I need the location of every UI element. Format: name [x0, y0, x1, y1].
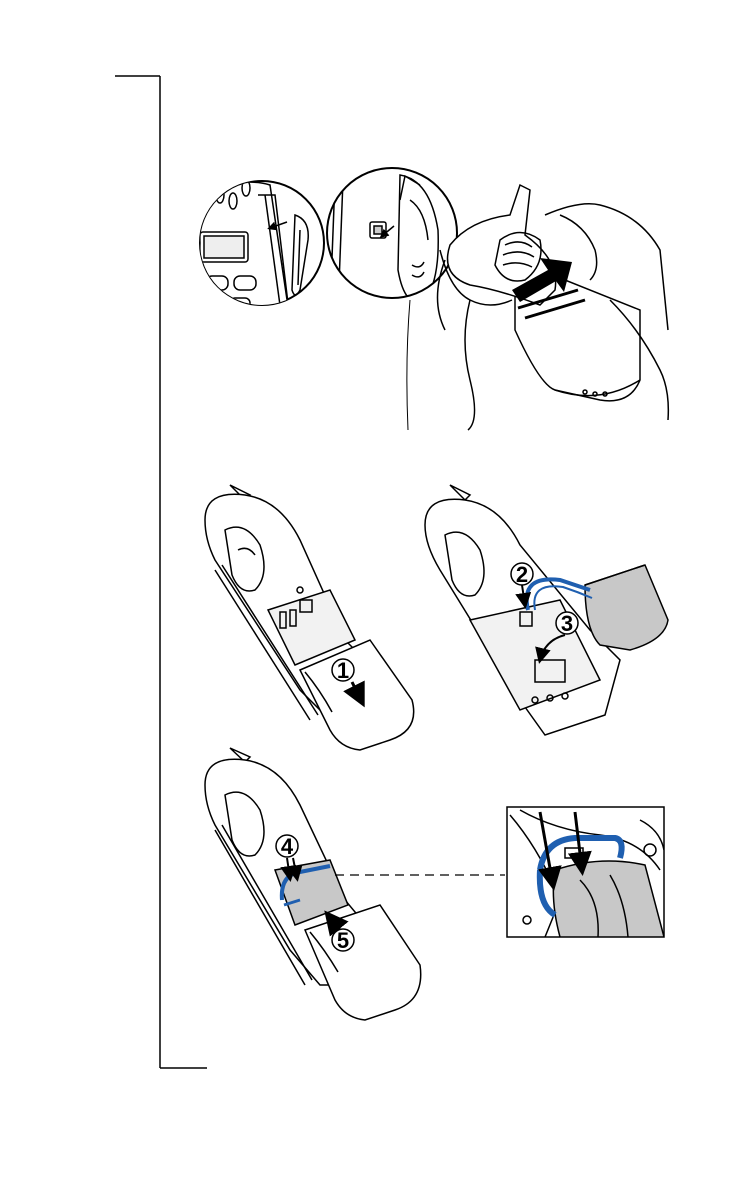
- step-marker-2: 2: [516, 562, 528, 587]
- step-marker-5: 5: [337, 928, 349, 953]
- insert-battery-illustration: [205, 748, 505, 1020]
- margin-bracket: [115, 76, 207, 1068]
- detail-circle-phone-side: [190, 180, 324, 330]
- cable-routing-detail-inset: [507, 807, 664, 937]
- step-marker-3: 3: [561, 611, 573, 636]
- remove-battery-illustration: [205, 485, 414, 750]
- step-marker-1: 1: [337, 658, 349, 683]
- disconnect-cable-illustration: [425, 485, 668, 735]
- cover-release-illustration: [190, 168, 668, 430]
- step-marker-4: 4: [281, 834, 294, 859]
